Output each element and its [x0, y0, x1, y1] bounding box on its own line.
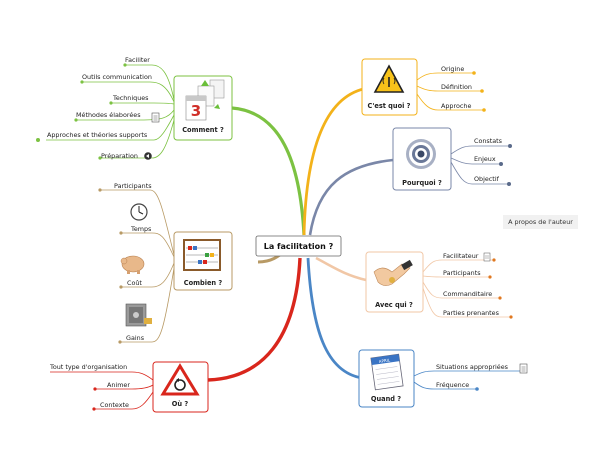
cestquoi-children-lines [416, 72, 483, 111]
avecqui-child-participants[interactable]: Participants [443, 269, 481, 277]
node-quand-label: Quand ? [371, 395, 401, 403]
target-icon [406, 139, 436, 169]
abacus-icon [183, 239, 221, 271]
comment-child-dots [36, 63, 127, 160]
note-icon [151, 112, 160, 123]
handshake-icon [373, 259, 413, 286]
ou-child-animer[interactable]: Animer [107, 381, 130, 389]
node-ou[interactable]: Où ? [152, 361, 209, 413]
node-quand[interactable]: APRIL Quand ? [358, 349, 415, 408]
ou-children-lines [50, 371, 154, 410]
calendar-day-number: 3 [191, 102, 201, 120]
comment-children-lines [46, 64, 175, 159]
node-cestquoi-label: C'est quoi ? [367, 102, 410, 110]
avecqui-child-parties[interactable]: Parties prenantes [443, 309, 500, 317]
combien-child-gains[interactable]: Gains [126, 334, 145, 342]
ou-child-contexte[interactable]: Contexte [100, 401, 129, 409]
comment-child-approches[interactable]: Approches et théories supports [47, 131, 148, 139]
node-cestquoi[interactable]: C'est quoi ? [361, 58, 418, 116]
node-ou-label: Où ? [172, 400, 189, 408]
center-node[interactable]: La facilitation ? [255, 235, 342, 257]
combien-child-cout[interactable]: Coût [127, 279, 142, 287]
node-comment-label: Comment ? [182, 126, 224, 134]
calendar-pages-icon: 3 [185, 79, 225, 121]
avecqui-child-dots [488, 258, 513, 319]
pourquoi-child-enjeux[interactable]: Enjeux [474, 155, 496, 163]
node-comment[interactable]: 3 Comment ? [173, 75, 233, 141]
warning-radio-icon [373, 64, 405, 93]
quand-child-dots [475, 387, 479, 391]
note-icon [519, 363, 528, 374]
comment-child-outils[interactable]: Outils communication [82, 73, 152, 81]
pourquoi-child-objectif[interactable]: Objectif [474, 175, 500, 183]
ou-child-dots [92, 387, 97, 411]
cestquoi-child-origine[interactable]: Origine [441, 65, 464, 73]
cestquoi-child-definition[interactable]: Définition [441, 83, 472, 91]
center-label: La facilitation ? [264, 242, 334, 251]
quand-child-frequence[interactable]: Fréquence [436, 381, 469, 389]
safe-icon [125, 303, 152, 327]
quand-children-lines [413, 370, 520, 390]
about-author-link[interactable]: A propos de l'auteur [503, 215, 578, 229]
cestquoi-child-dots [472, 71, 486, 112]
node-avecqui-label: Avec qui ? [375, 301, 413, 309]
combien-child-dots [98, 188, 123, 344]
node-pourquoi[interactable]: Pourquoi ? [392, 127, 452, 191]
recycle-warning-icon [160, 363, 200, 396]
calendar-month: APRIL [378, 357, 391, 364]
combien-child-participants[interactable]: Participants [114, 182, 152, 190]
combien-children-lines [100, 189, 175, 343]
node-avecqui[interactable]: Avec qui ? [365, 251, 424, 313]
node-combien-label: Combien ? [184, 279, 223, 287]
comment-child-techniques[interactable]: Techniques [112, 94, 149, 102]
connector-quand [306, 257, 363, 380]
pourquoi-child-constats[interactable]: Constats [474, 137, 503, 145]
comment-child-preparation[interactable]: Préparation [101, 152, 138, 160]
link-globe-icon [144, 152, 152, 160]
connector-pourquoi [308, 158, 394, 236]
quand-child-situations[interactable]: Situations appropriées [436, 363, 509, 371]
avecqui-children-lines [422, 259, 510, 318]
comment-child-methodes[interactable]: Méthodes élaborées [76, 111, 141, 119]
connector-comment [231, 106, 306, 236]
avecqui-child-facilitateur[interactable]: Facilitateur [443, 252, 479, 260]
connector-ou [207, 257, 302, 382]
ou-child-organisation[interactable]: Tout type d'organisation [49, 363, 127, 371]
calendar-icon: APRIL [370, 353, 404, 391]
combien-child-temps[interactable]: Temps [130, 225, 152, 233]
node-combien[interactable]: Combien ? [173, 231, 233, 291]
avecqui-child-commanditaire[interactable]: Commanditaire [443, 290, 492, 298]
node-pourquoi-label: Pourquoi ? [402, 179, 442, 187]
connector-cestquoi [302, 86, 369, 236]
comment-child-faciliter[interactable]: Faciliter [125, 56, 150, 64]
pourquoi-child-dots [499, 144, 512, 186]
pourquoi-children-lines [450, 145, 509, 185]
piggy-bank-icon [120, 255, 145, 274]
cestquoi-child-approche[interactable]: Approche [441, 102, 471, 110]
note-icon [483, 252, 491, 262]
clock-icon [130, 203, 148, 221]
connector-avecqui [315, 256, 367, 282]
